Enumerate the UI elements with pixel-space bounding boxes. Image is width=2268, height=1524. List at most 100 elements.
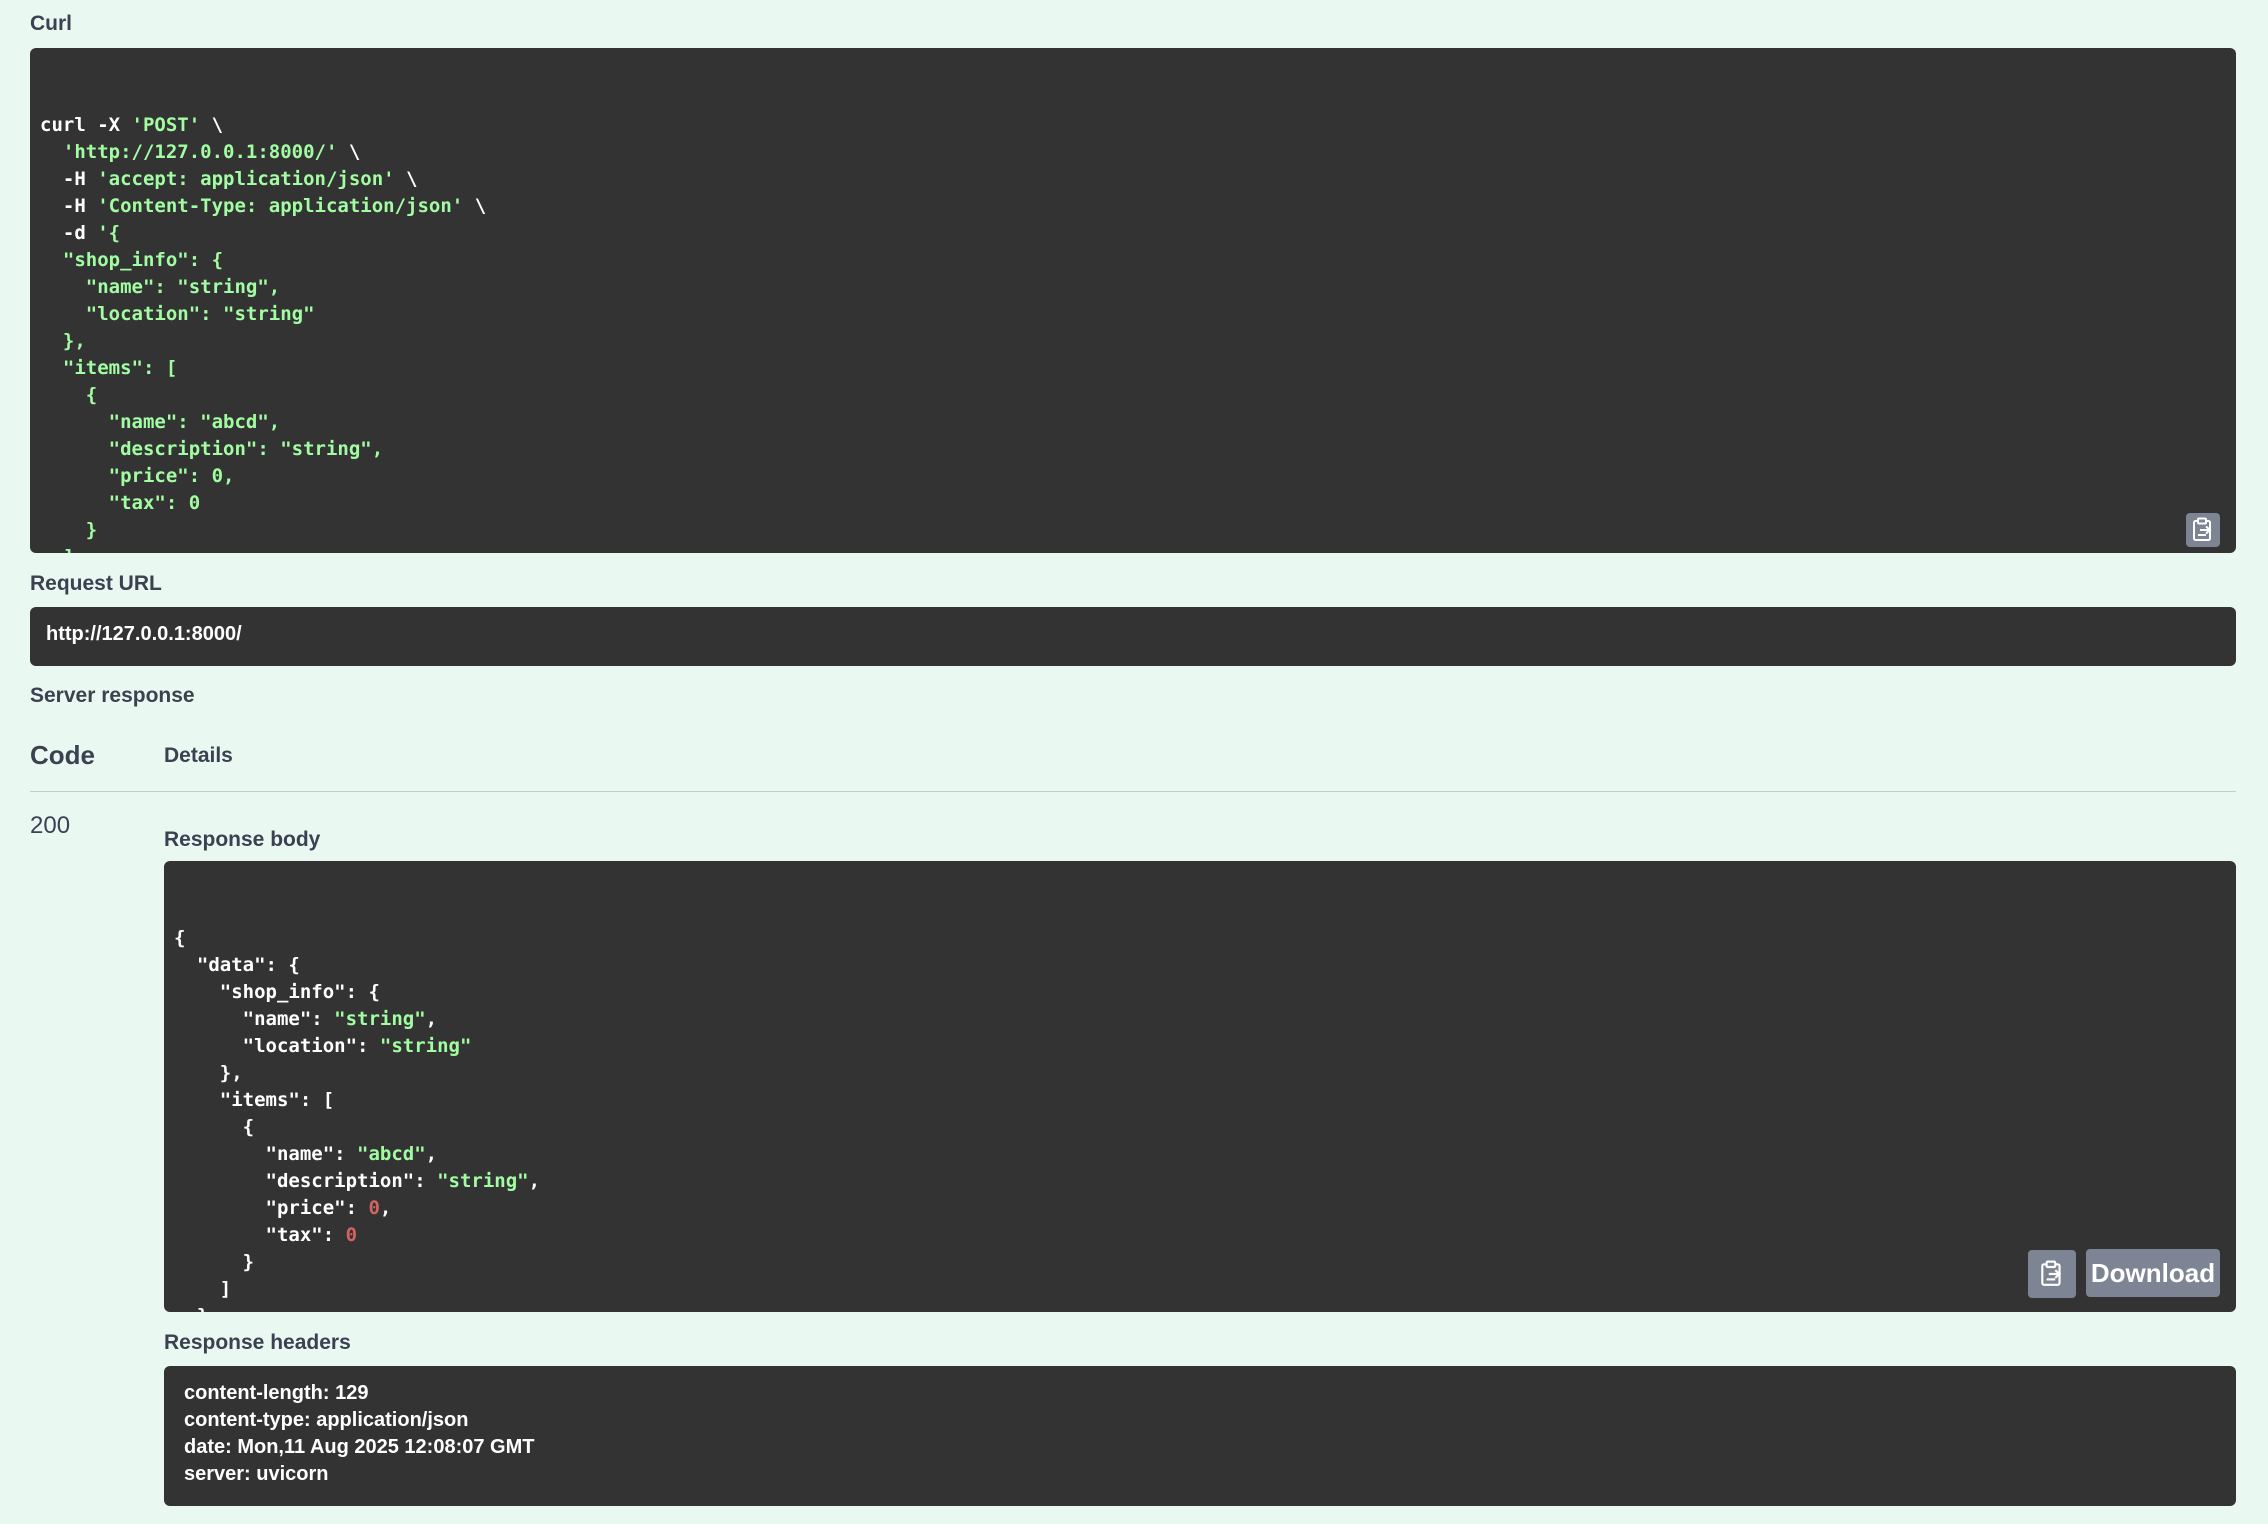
curl-code-token: -d: [40, 222, 98, 244]
curl-code-line: "items": [: [40, 355, 2226, 382]
response-body-token: "string": [437, 1170, 529, 1192]
curl-code-line: curl -X 'POST' \: [40, 112, 2226, 139]
response-body-token: "data": {: [174, 954, 300, 976]
response-header-line: server: uvicorn: [184, 1463, 329, 1485]
response-body-token: "shop_info": {: [174, 981, 380, 1003]
curl-label: Curl: [30, 12, 72, 35]
response-header-line: content-type: application/json: [184, 1409, 469, 1431]
response-body-line: }: [174, 1249, 2226, 1276]
response-body-token: {: [174, 927, 186, 949]
response-body-token: ,: [425, 1143, 438, 1165]
curl-code-token: "description": "string",: [40, 438, 384, 460]
curl-code-line: -H 'accept: application/json' \: [40, 166, 2226, 193]
response-body-line: "price": 0,: [174, 1195, 2226, 1222]
curl-code-line: "price": 0,: [40, 463, 2226, 490]
response-body-token: "string": [379, 1035, 472, 1057]
curl-code-line: "description": "string",: [40, 436, 2226, 463]
curl-code-token: \: [463, 195, 487, 217]
curl-code-token: curl -X: [40, 114, 132, 136]
clipboard-icon: [2193, 517, 2212, 541]
curl-code-block[interactable]: curl -X 'POST' \ 'http://127.0.0.1:8000/…: [30, 48, 2236, 553]
response-body-line: "items": [: [174, 1087, 2226, 1114]
curl-code-line: "tax": 0: [40, 490, 2226, 517]
response-body-token: ,: [528, 1170, 541, 1192]
response-body-token: }: [174, 1305, 208, 1312]
curl-code-token: "price": 0,: [40, 465, 235, 487]
curl-code-line: "shop_info": {: [40, 247, 2226, 274]
curl-code-token: "name": "abcd",: [40, 411, 281, 433]
response-header-line: date: Mon,11 Aug 2025 12:08:07 GMT: [184, 1436, 535, 1458]
response-headers-block[interactable]: content-length: 129 content-type: applic…: [164, 1366, 2236, 1506]
response-body-label: Response body: [164, 828, 321, 851]
curl-code-token: '{: [97, 222, 121, 244]
response-body-token: "name":: [174, 1143, 358, 1165]
curl-code-token: \: [394, 168, 418, 190]
curl-code-token: \: [337, 141, 361, 163]
response-body-token: ,: [379, 1197, 392, 1219]
curl-code-token: -H: [40, 195, 98, 217]
response-status-code: 200: [30, 812, 71, 839]
response-body-line: "tax": 0: [174, 1222, 2226, 1249]
response-body-line: "description": "string",: [174, 1168, 2226, 1195]
curl-code-token: -H: [40, 168, 98, 190]
curl-code-token: \: [200, 114, 224, 136]
request-url-value: http://127.0.0.1:8000/: [46, 623, 242, 645]
response-body-token: 0: [345, 1224, 358, 1246]
curl-code-line: "name": "abcd",: [40, 409, 2226, 436]
response-body-token: "items": [: [174, 1089, 335, 1111]
response-body-token: "name":: [174, 1008, 335, 1030]
curl-copy-button[interactable]: [2186, 513, 2220, 547]
curl-code-token: 'POST': [131, 114, 201, 136]
curl-code-line: ]: [40, 544, 2226, 553]
response-body-token: ]: [174, 1278, 232, 1300]
curl-code-token: "shop_info": {: [40, 249, 224, 271]
curl-code-token: [40, 141, 63, 163]
curl-code-token: "items": [: [40, 357, 178, 379]
response-body-line: "data": {: [174, 952, 2226, 979]
response-body-token: "abcd": [357, 1143, 426, 1165]
response-body-token: "price":: [174, 1197, 369, 1219]
curl-code-line: "name": "string",: [40, 274, 2226, 301]
response-body-line: "location": "string": [174, 1033, 2226, 1060]
response-body-token: 0: [368, 1197, 380, 1219]
clipboard-icon: [2041, 1260, 2062, 1286]
curl-code-line: "location": "string": [40, 301, 2226, 328]
column-header-code: Code: [30, 740, 95, 770]
response-body-token: },: [174, 1062, 243, 1084]
response-body-line: {: [174, 1114, 2226, 1141]
curl-code-token: }: [40, 519, 98, 541]
download-button[interactable]: Download: [2086, 1249, 2220, 1297]
server-response-label: Server response: [30, 684, 195, 707]
curl-code-token: ]: [40, 546, 74, 553]
response-body-lines: { "data": { "shop_info": { "name": "stri…: [174, 925, 2226, 1312]
response-body-token: }: [174, 1251, 255, 1273]
column-header-details: Details: [164, 744, 233, 767]
curl-code-lines: curl -X 'POST' \ 'http://127.0.0.1:8000/…: [40, 112, 2226, 553]
response-body-token: "description":: [174, 1170, 438, 1192]
response-body-token: "string": [334, 1008, 426, 1030]
curl-code-token: 'http://127.0.0.1:8000/': [62, 141, 338, 163]
curl-code-line: 'http://127.0.0.1:8000/' \: [40, 139, 2226, 166]
curl-code-token: 'accept: application/json': [97, 168, 395, 190]
response-copy-button[interactable]: [2028, 1250, 2076, 1298]
response-body-line: "name": "abcd",: [174, 1141, 2226, 1168]
curl-code-line: },: [40, 328, 2226, 355]
response-body-block[interactable]: { "data": { "shop_info": { "name": "stri…: [164, 861, 2236, 1312]
response-body-line: "name": "string",: [174, 1006, 2226, 1033]
header-divider: [30, 791, 2236, 792]
curl-code-token: "tax": 0: [40, 492, 201, 514]
curl-code-line: {: [40, 382, 2226, 409]
curl-code-token: },: [40, 330, 86, 352]
response-body-token: "tax":: [174, 1224, 346, 1246]
curl-code-line: -H 'Content-Type: application/json' \: [40, 193, 2226, 220]
response-body-token: {: [174, 1116, 255, 1138]
curl-code-line: -d '{: [40, 220, 2226, 247]
response-body-line: ]: [174, 1276, 2226, 1303]
response-body-token: ,: [425, 1008, 438, 1030]
curl-code-line: }: [40, 517, 2226, 544]
response-body-line: "shop_info": {: [174, 979, 2226, 1006]
response-body-line: }: [174, 1303, 2226, 1312]
response-body-line: {: [174, 925, 2226, 952]
response-body-line: },: [174, 1060, 2226, 1087]
request-url-box[interactable]: http://127.0.0.1:8000/: [30, 607, 2236, 666]
